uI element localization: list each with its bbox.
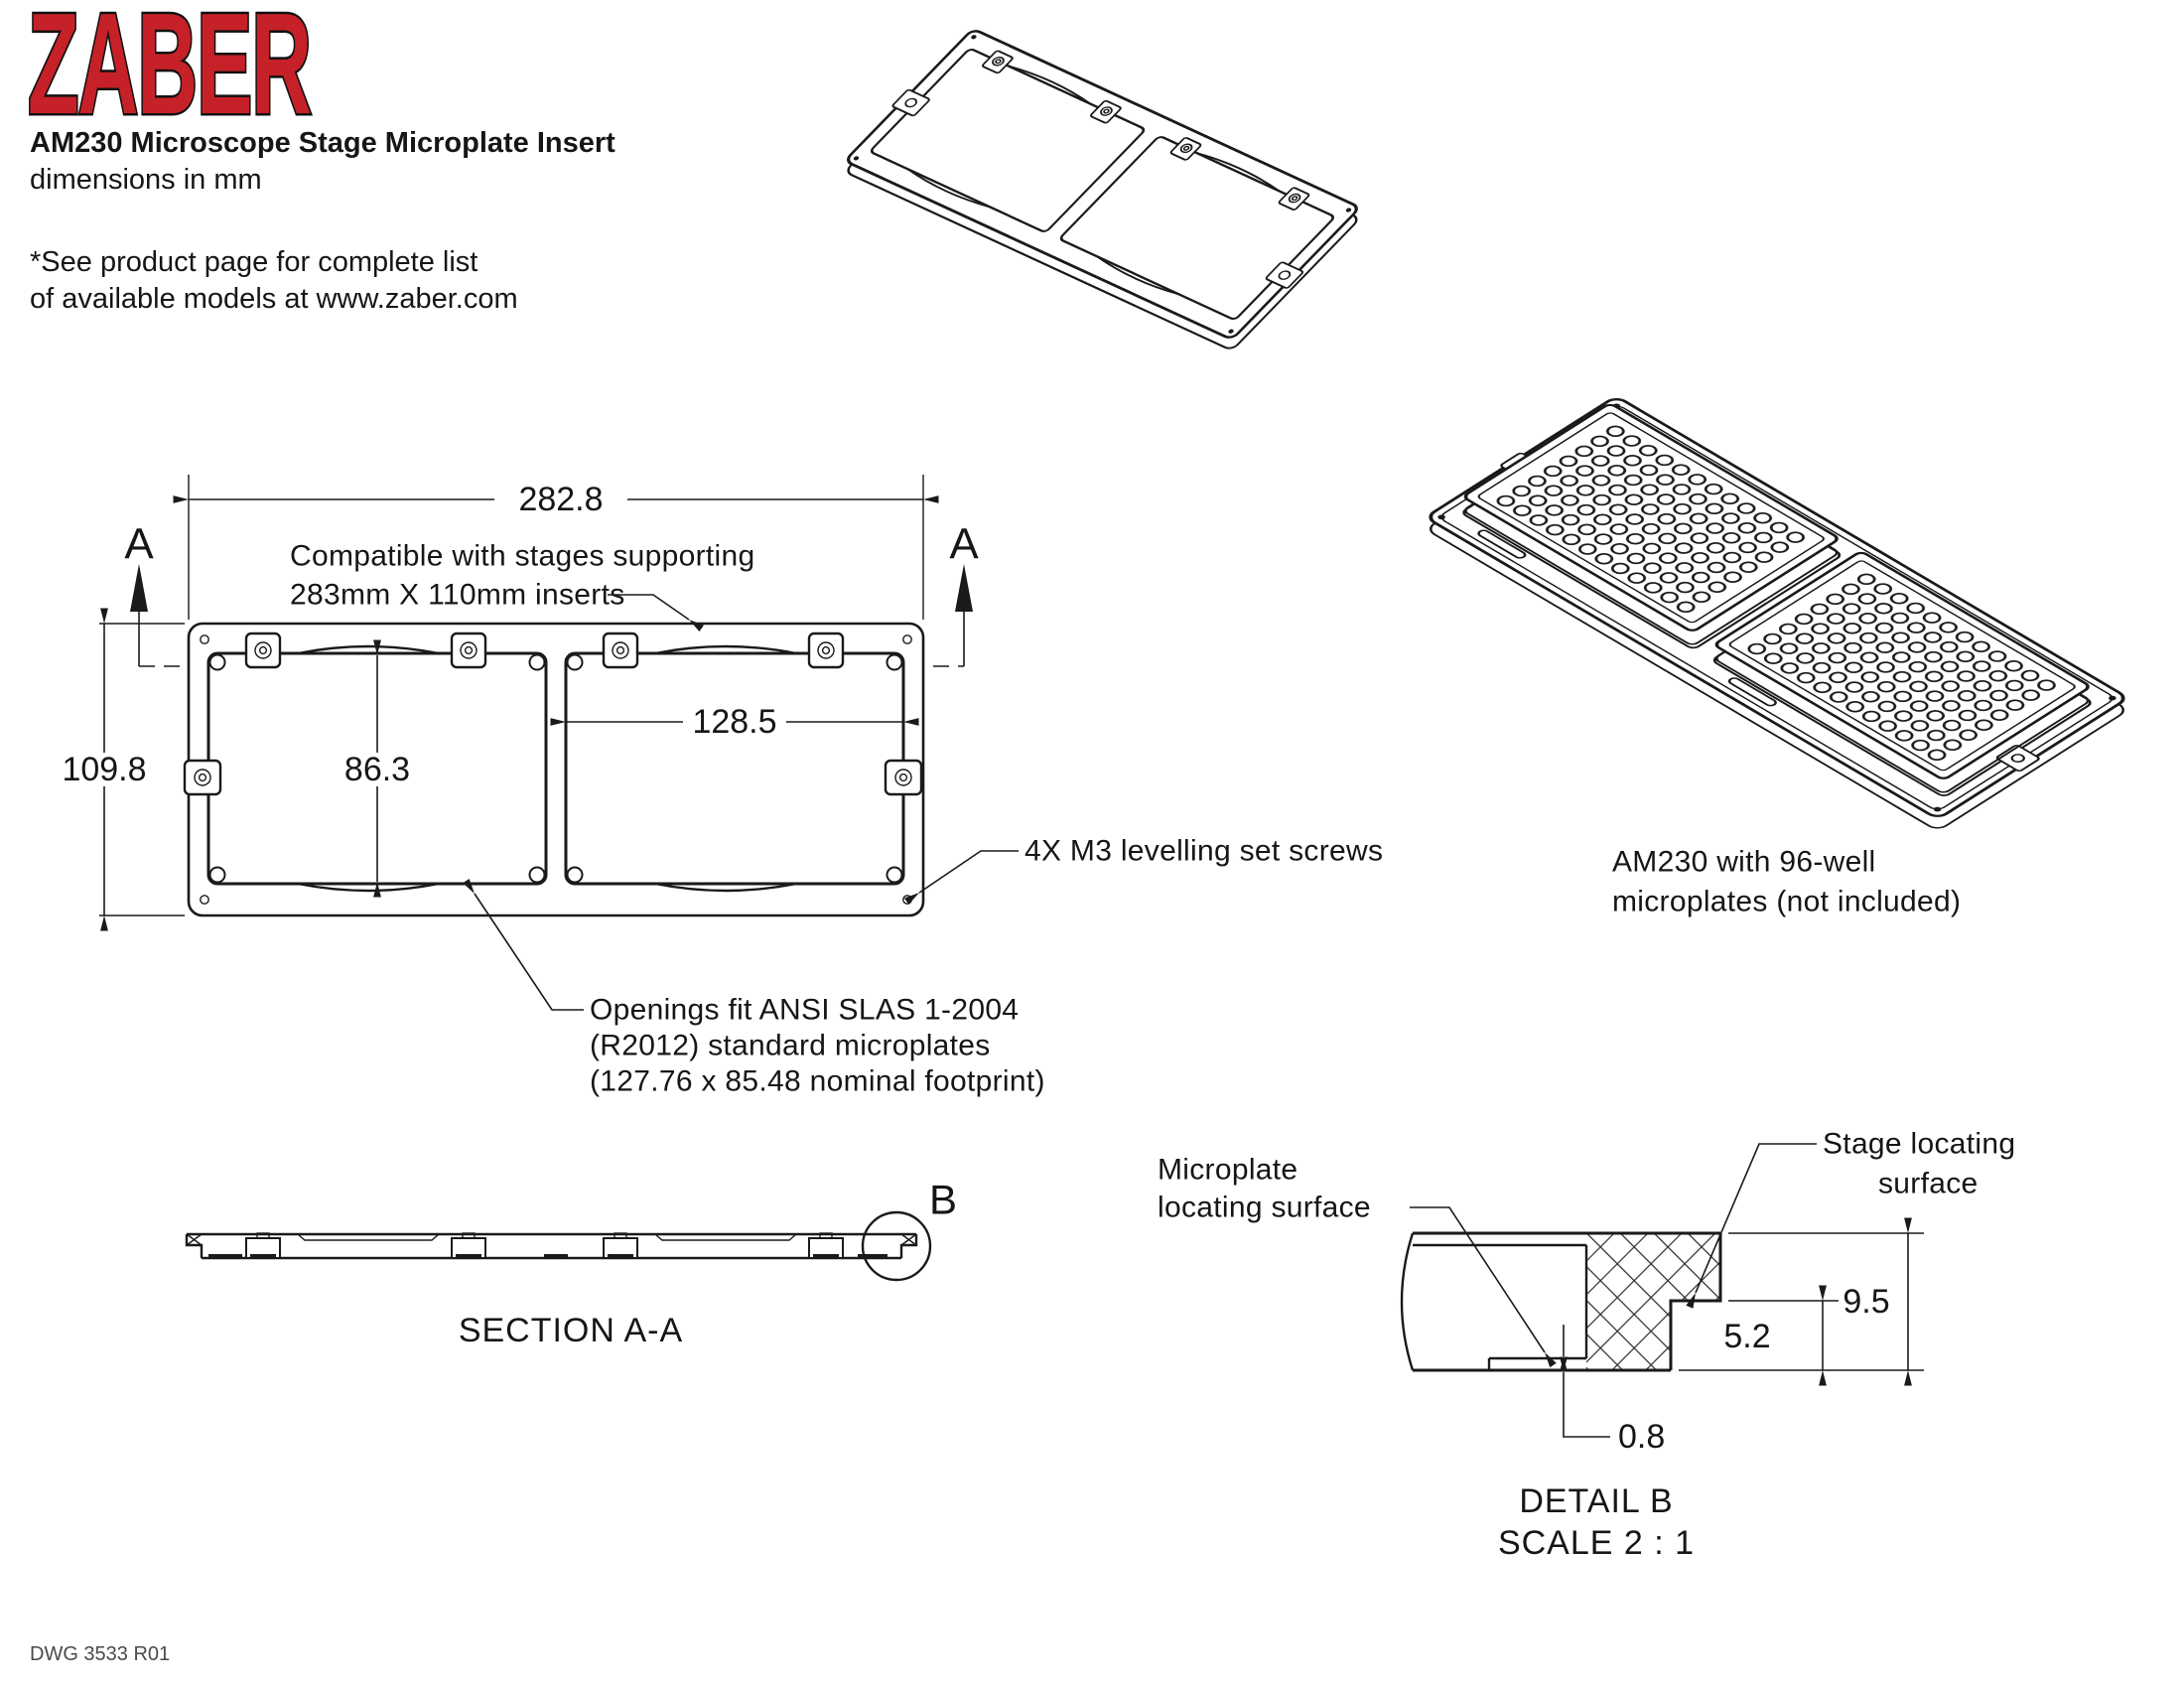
dwg-number: DWG 3533 R01 — [30, 1643, 170, 1665]
corner-reliefs — [208, 653, 903, 884]
detail-profile — [1400, 1231, 1722, 1372]
svg-text:locating surface: locating surface — [1158, 1192, 1371, 1224]
dimension-overall-height: 109.8 — [55, 608, 185, 931]
svg-text:5.2: 5.2 — [1723, 1318, 1770, 1355]
detail-scale: SCALE 2 : 1 — [1498, 1524, 1695, 1562]
svg-text:0.8: 0.8 — [1618, 1418, 1665, 1456]
section-letter-right: A — [949, 520, 979, 569]
drawing-title: AM230 Microscope Stage Microplate Insert — [30, 127, 615, 159]
isometric-view-with-plates: AM230 with 96-well microplates (not incl… — [1429, 398, 2125, 918]
svg-text:surface: surface — [1878, 1168, 1978, 1200]
callout-stage-surface: Stage locating surface — [1686, 1128, 2015, 1309]
insert2-handles — [1477, 529, 1777, 707]
dimension-opening-width: 128.5 — [550, 703, 919, 741]
section-letter-left: A — [124, 520, 154, 569]
svg-text:Microplate: Microplate — [1158, 1154, 1297, 1187]
dimension-step-height: 5.2 — [1723, 1285, 1839, 1386]
microplates — [1463, 403, 2090, 793]
svg-text:9.5: 9.5 — [1843, 1283, 1889, 1321]
section-clips — [245, 1232, 844, 1259]
iso-caption-line2: microplates (not included) — [1612, 886, 1961, 918]
dimension-overall-width: 282.8 — [173, 475, 939, 620]
svg-text:Compatible with stages support: Compatible with stages supporting — [290, 540, 754, 573]
svg-text:Stage locating: Stage locating — [1823, 1128, 2015, 1161]
detail-label: DETAIL B — [1519, 1482, 1673, 1520]
section-label: SECTION A-A — [459, 1312, 683, 1349]
svg-text:283mm X 110mm inserts: 283mm X 110mm inserts — [290, 579, 625, 612]
iso-caption-line1: AM230 with 96-well — [1612, 846, 1876, 879]
dimension-total-height: 9.5 — [1679, 1217, 1924, 1386]
svg-text:(R2012) standard microplates: (R2012) standard microplates — [590, 1030, 991, 1062]
insert-clips — [891, 50, 1310, 289]
insert-outer-outline — [847, 30, 1358, 339]
insert-edge-reliefs — [906, 65, 1281, 296]
section-view: B SECTION A-A — [185, 1177, 957, 1349]
callout-openings: Openings fit ANSI SLAS 1-2004 (R2012) st… — [463, 878, 1045, 1098]
svg-text:86.3: 86.3 — [344, 751, 410, 788]
header-block: ZABER AM230 Microscope Stage Microplate … — [26, 0, 616, 315]
svg-text:Openings fit ANSI SLAS 1-2004: Openings fit ANSI SLAS 1-2004 — [590, 994, 1019, 1027]
microplate-1-wells — [1489, 421, 1812, 618]
microplate-1 — [1463, 403, 1839, 645]
units-note: dimensions in mm — [30, 164, 262, 196]
detail-b-indicator: B — [861, 1177, 957, 1282]
dimension-lip-thickness: 0.8 — [1560, 1325, 1665, 1456]
svg-text:282.8: 282.8 — [518, 481, 603, 518]
levelling-clips — [183, 632, 923, 796]
product-note-line1: *See product page for complete list — [30, 246, 478, 278]
svg-text:128.5: 128.5 — [692, 703, 776, 741]
callout-stage-compatibility: Compatible with stages supporting 283mm … — [290, 540, 754, 633]
detail-hatched-wall — [1586, 1233, 1720, 1370]
callout-microplate-surface: Microplate locating surface — [1158, 1154, 1557, 1368]
svg-text:4X M3 levelling set screws: 4X M3 levelling set screws — [1024, 835, 1383, 868]
insert-corner-holes — [853, 35, 1352, 334]
isometric-view-empty-insert — [847, 30, 1358, 350]
microplate-2-wells — [1740, 569, 2063, 766]
plan-view: 282.8 A A — [55, 475, 1383, 1098]
product-note-line2: of available models at www.zaber.com — [30, 283, 518, 315]
dimension-opening-height: 86.3 — [338, 639, 417, 898]
microplate-2 — [1714, 551, 2090, 793]
svg-text:109.8: 109.8 — [62, 751, 146, 788]
section-profile — [185, 1232, 918, 1260]
detail-letter: B — [929, 1177, 957, 1223]
edge-reliefs — [297, 644, 797, 893]
detail-view: Microplate locating surface Stage locati… — [1158, 1128, 2015, 1563]
callout-set-screws: 4X M3 levelling set screws — [903, 835, 1383, 905]
svg-text:(127.76 x 85.48 nominal footpr: (127.76 x 85.48 nominal footprint) — [590, 1065, 1045, 1098]
zaber-logo: ZABER — [28, 0, 311, 144]
insert-frame-plan — [183, 622, 925, 917]
